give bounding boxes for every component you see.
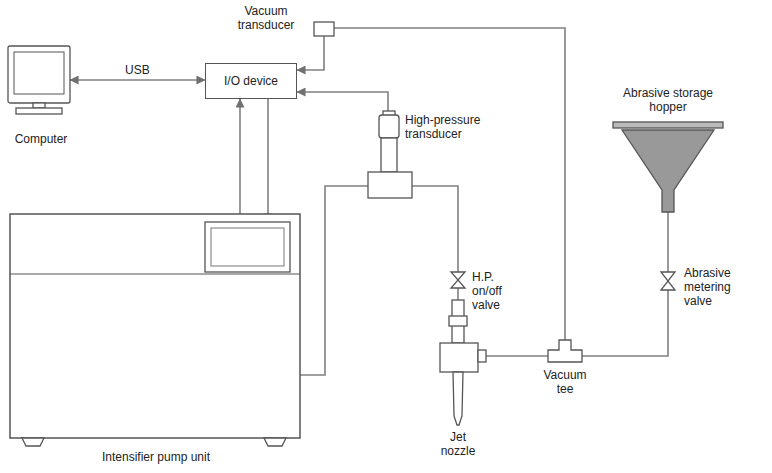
drawing-part bbox=[453, 372, 463, 425]
drawing-part bbox=[368, 172, 412, 198]
anchor-area bbox=[440, 300, 486, 425]
high-pressure-transducer: High-pressure transducer bbox=[360, 110, 490, 205]
node-label: Jet nozzle bbox=[436, 430, 480, 458]
connector-line bbox=[582, 290, 668, 356]
jet-nozzle: Jet nozzle bbox=[425, 298, 491, 462]
abrasive-hopper: Abrasive storage hopper bbox=[606, 84, 730, 216]
drawing-part bbox=[16, 108, 62, 114]
drawing-part bbox=[622, 130, 714, 212]
node-label: H.P. on/off valve bbox=[472, 270, 517, 312]
intensifier-pump-unit-symbol bbox=[8, 212, 304, 468]
node-label: I/O device bbox=[224, 74, 278, 88]
anchor-area bbox=[314, 22, 334, 36]
node-label: Abrasive metering valve bbox=[684, 266, 744, 308]
drawing-part bbox=[10, 273, 300, 274]
anchor-area bbox=[661, 272, 675, 290]
drawing-part bbox=[381, 138, 397, 172]
anchor-area bbox=[205, 222, 290, 272]
drawing-part bbox=[8, 46, 70, 103]
drawing-part bbox=[211, 228, 284, 266]
drawing-part bbox=[548, 340, 582, 362]
anchor-area bbox=[451, 272, 465, 288]
connector-line bbox=[334, 28, 565, 340]
drawing-part bbox=[22, 438, 44, 446]
connector-line bbox=[297, 36, 324, 70]
drawing-part bbox=[478, 350, 486, 362]
connector-line bbox=[297, 92, 388, 111]
connector-label: USB bbox=[123, 63, 152, 77]
connector-line bbox=[667, 212, 669, 272]
node-label: Intensifier pump unit bbox=[8, 450, 304, 464]
drawing-part bbox=[314, 22, 334, 36]
drawing-part bbox=[14, 52, 64, 94]
drawing-part bbox=[613, 122, 723, 128]
connector-line bbox=[412, 186, 458, 272]
vacuum-tee: Vacuum tee bbox=[535, 336, 595, 400]
io-device-box: I/O device bbox=[205, 63, 297, 99]
abrasive-metering-valve: Abrasive metering valve bbox=[658, 262, 750, 310]
node-label: Abrasive storage hopper bbox=[616, 86, 720, 114]
drawing-part bbox=[661, 272, 675, 290]
connector-line bbox=[300, 186, 368, 375]
node-label: Vacuum tee bbox=[540, 368, 590, 396]
connector-line bbox=[457, 288, 459, 300]
anchor-area bbox=[613, 122, 723, 212]
connector-line bbox=[267, 99, 269, 222]
drawing-part bbox=[449, 316, 467, 326]
connector-line bbox=[486, 355, 548, 357]
connector-line bbox=[70, 79, 205, 81]
drawing-part bbox=[33, 103, 45, 108]
drawing-part bbox=[379, 115, 399, 138]
vacuum-transducer: Vacuum transducer bbox=[228, 2, 338, 42]
intensifier-pump-unit: Intensifier pump unit bbox=[8, 212, 305, 468]
node-label: Vacuum transducer bbox=[228, 4, 304, 32]
node-label: Computer bbox=[6, 132, 76, 146]
node-label: High-pressure transducer bbox=[405, 113, 489, 141]
computer-symbol bbox=[6, 40, 86, 148]
drawing-part bbox=[451, 272, 465, 288]
anchor-area bbox=[548, 340, 582, 362]
drawing-part bbox=[264, 438, 286, 446]
drawing-part bbox=[440, 343, 478, 372]
drawing-part bbox=[10, 214, 300, 438]
drawing-part bbox=[205, 222, 290, 272]
connector-line bbox=[239, 99, 241, 222]
anchor-area bbox=[8, 46, 70, 103]
anchor-area bbox=[10, 214, 300, 438]
computer: Computer bbox=[6, 40, 86, 148]
